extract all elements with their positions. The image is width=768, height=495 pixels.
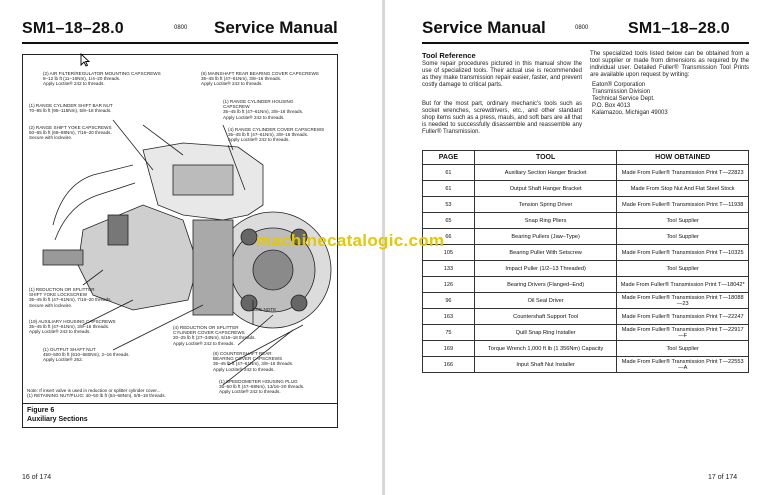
callout-splitter-cylinder-cover: (4) REDUCTION OR SPLITTER CYLINDER COVER… bbox=[173, 325, 256, 346]
cell-how-obtained: Made From Fuller® Transmission Print T—2… bbox=[616, 164, 749, 181]
address-line: Transmission Division bbox=[592, 89, 651, 95]
cell-how-obtained: Made From Stop Nut And Flat Steel Stock bbox=[616, 180, 749, 197]
figure-caption: Auxiliary Sections bbox=[27, 416, 88, 423]
cell-page: 61 bbox=[422, 180, 475, 197]
callout-mainshaft-bearing-cover: (8) MAINSHAFT REAR BEARING COVER CAPSCRE… bbox=[201, 71, 319, 87]
cell-tool: Input Shaft Nut Installer bbox=[473, 356, 618, 373]
figure-caption-box: Figure 6 Auxiliary Sections bbox=[23, 403, 337, 428]
cell-tool: Auxiliary Section Hanger Bracket bbox=[473, 164, 618, 181]
callout-output-shaft-nut: (1) OUTPUT SHAFT NUT 450–500 lb ft (610–… bbox=[43, 347, 130, 363]
cell-page: 96 bbox=[422, 292, 475, 309]
cell-tool: Oil Seal Driver bbox=[473, 292, 618, 309]
cell-how-obtained: Made From Fuller® Transmission Print T—1… bbox=[616, 276, 749, 293]
section-title: Tool Reference bbox=[422, 51, 476, 60]
cell-page: 133 bbox=[422, 260, 475, 277]
address-line: Technical Service Dept. bbox=[592, 96, 655, 102]
table-header-row: PAGE TOOL HOW OBTAINED bbox=[422, 150, 749, 165]
figure-box: (2) AIR FILTER/REGULATOR MOUNTING CAPSCR… bbox=[22, 54, 338, 428]
right-page-id: 0800 bbox=[575, 25, 589, 31]
column-header-tool: TOOL bbox=[473, 150, 618, 165]
column-header-how-obtained: HOW OBTAINED bbox=[616, 150, 749, 165]
cell-tool: Output Shaft Hanger Bracket bbox=[473, 180, 618, 197]
cell-tool: Tension Spring Driver bbox=[473, 196, 618, 213]
cell-how-obtained: Made From Fuller® Transmission Print T—2… bbox=[616, 356, 749, 373]
paragraph-ordinary-tools: But for the most part, ordinary mechanic… bbox=[422, 101, 582, 135]
left-header-rule bbox=[22, 42, 338, 44]
cell-page: 53 bbox=[422, 196, 475, 213]
cell-tool: Snap Ring Pliers bbox=[473, 212, 618, 229]
cell-tool: Countershaft Support Tool bbox=[473, 308, 618, 325]
transmission-illustration bbox=[42, 119, 332, 386]
right-header-rule bbox=[422, 42, 749, 44]
callout-see-note: SEE NOTE bbox=[253, 307, 277, 312]
cell-tool: Bearing Pullers (Jaw–Type) bbox=[473, 228, 618, 245]
cell-page: 105 bbox=[422, 244, 475, 261]
callout-shift-bar-nut: (1) RANGE CYLINDER SHIFT BAR NUT 70–85 l… bbox=[29, 103, 113, 114]
left-page-number: 16 of 174 bbox=[22, 474, 52, 481]
cell-how-obtained: Tool Supplier bbox=[616, 228, 749, 245]
callout-splitter-yoke-lockscrew: (1) REDUCTION OR SPLITTER SHIFT YOKE LOC… bbox=[29, 287, 112, 308]
left-page-id: 0800 bbox=[174, 25, 188, 31]
paragraph-specialized-tools: The specialized tools listed below can b… bbox=[590, 51, 749, 78]
cell-page: 61 bbox=[422, 164, 475, 181]
left-page-title: Service Manual bbox=[214, 18, 338, 37]
cell-how-obtained: Made From Fuller® Transmission Print T—1… bbox=[616, 196, 749, 213]
cell-page: 65 bbox=[422, 212, 475, 229]
cell-how-obtained: Made From Fuller® Transmission Print T—1… bbox=[616, 244, 749, 261]
cell-tool: Torque Wrench 1,000 ft lb (1 356Nm) Capa… bbox=[473, 340, 618, 357]
left-page: SM1–18–28.0 0800 Service Manual bbox=[0, 0, 383, 495]
cell-tool: Bearing Puller With Setscrew bbox=[473, 244, 618, 261]
cell-page: 126 bbox=[422, 276, 475, 293]
cell-tool: Quill Snap Ring Installer bbox=[473, 324, 618, 341]
paragraph-intro: Some repair procedures pictured in this … bbox=[422, 61, 582, 88]
address-line: Eaton® Corporation bbox=[592, 82, 646, 88]
right-page-title: Service Manual bbox=[422, 18, 546, 37]
book-spine bbox=[382, 0, 385, 495]
cell-page: 163 bbox=[422, 308, 475, 325]
mouse-cursor-icon bbox=[80, 53, 90, 67]
figure-label: Figure 6 bbox=[27, 407, 55, 414]
cell-how-obtained: Made From Fuller® Transmission Print T—1… bbox=[616, 292, 749, 309]
cell-how-obtained: Tool Supplier bbox=[616, 260, 749, 277]
callout-countershaft-bearing-cover: (8) COUNTERSHAFT REAR BEARING COVER CAPS… bbox=[213, 351, 294, 372]
right-page-number: 17 of 174 bbox=[708, 474, 738, 481]
cell-tool: Bearing Drivers (Flanged–End) bbox=[473, 276, 618, 293]
watermark-text: machinecatalogic.com bbox=[256, 231, 445, 250]
cell-page: 169 bbox=[422, 340, 475, 357]
right-manual-code: SM1–18–28.0 bbox=[628, 20, 730, 37]
cell-how-obtained: Tool Supplier bbox=[616, 340, 749, 357]
cell-tool: Impact Puller (1/2–13 Threaded) bbox=[473, 260, 618, 277]
callout-air-filter: (2) AIR FILTER/REGULATOR MOUNTING CAPSCR… bbox=[43, 71, 161, 87]
cell-page: 75 bbox=[422, 324, 475, 341]
cell-how-obtained: Tool Supplier bbox=[616, 212, 749, 229]
cell-how-obtained: Made From Fuller® Transmission Print T—2… bbox=[616, 324, 749, 341]
left-manual-code: SM1–18–28.0 bbox=[22, 20, 124, 37]
column-header-page: PAGE bbox=[422, 150, 475, 165]
cell-page: 166 bbox=[422, 356, 475, 373]
cell-how-obtained: Made From Fuller® Transmission Print T—2… bbox=[616, 308, 749, 325]
figure-note: Note: If insert valve is used in reducti… bbox=[27, 388, 166, 399]
address-line: P.O. Box 4013 bbox=[592, 103, 631, 109]
callout-speedometer-plug: (1) SPEEDOMETER HOUSING PLUG 35–50 lb ft… bbox=[219, 379, 305, 395]
callout-aux-housing-capscrews: (19) AUXILIARY HOUSING CAPSCREWS 35–45 l… bbox=[29, 319, 116, 335]
callout-range-cylinder-cover: (4) RANGE CYLINDER COVER CAPSCREWS 35–45… bbox=[228, 127, 325, 143]
callout-range-cylinder-housing: (1) RANGE CYLINDER HOUSING CAPSCREW 35–4… bbox=[223, 99, 304, 120]
address-line: Kalamazoo, Michigan 49003 bbox=[592, 110, 668, 116]
address-block: Eaton® Corporation Transmission Division… bbox=[592, 82, 668, 117]
callout-range-shift-yoke: (2) RANGE SHIFT YOKE CAPSCREWS 50–65 lb … bbox=[29, 125, 112, 141]
